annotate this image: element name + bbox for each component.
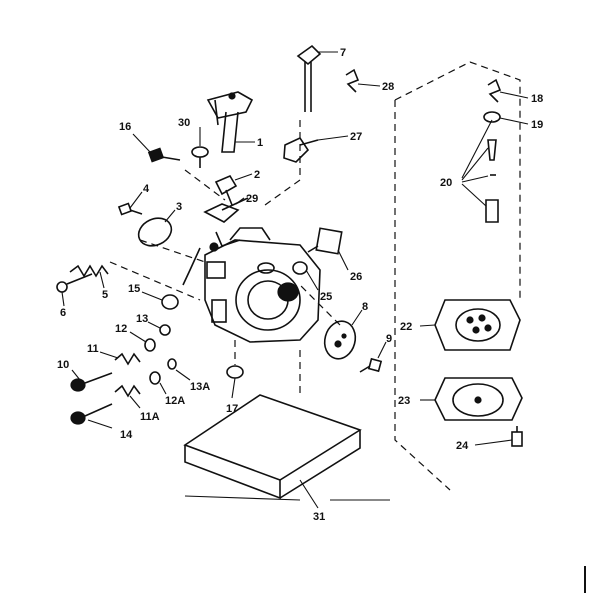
callout-2: 2 bbox=[254, 169, 260, 181]
part-8-disc bbox=[323, 320, 357, 360]
callout-22: 22 bbox=[400, 321, 412, 333]
part-27-choke-lever bbox=[283, 136, 319, 163]
part-31-filter-block bbox=[183, 394, 362, 500]
callout-31: 31 bbox=[313, 511, 325, 523]
callout-13a: 13A bbox=[190, 381, 210, 393]
part-28-spring bbox=[345, 68, 360, 93]
assembly-guide-lines bbox=[109, 61, 521, 491]
part-19-disc bbox=[483, 111, 501, 123]
part-20-inlet-needle-set bbox=[461, 119, 499, 223]
part-13-o-ring bbox=[159, 324, 171, 336]
part-23-gasket bbox=[434, 377, 523, 421]
callout-29: 29 bbox=[246, 193, 258, 205]
part-2-fitting bbox=[214, 174, 238, 206]
part-11-spring bbox=[114, 352, 141, 366]
part-26-fitting bbox=[307, 227, 343, 255]
callout-labels: 1 2 3 4 5 6 7 8 9 10 11 11A 12 12A 13 13… bbox=[57, 47, 543, 523]
callout-5: 5 bbox=[102, 289, 108, 301]
part-22-diaphragm bbox=[434, 299, 521, 351]
callout-25: 25 bbox=[320, 291, 332, 303]
part-16-screw bbox=[147, 147, 181, 163]
callout-15: 15 bbox=[128, 283, 140, 295]
part-13a-o-ring bbox=[167, 358, 177, 370]
callout-30: 30 bbox=[178, 117, 190, 129]
part-7-choke-shaft bbox=[296, 44, 322, 112]
part-29-link bbox=[203, 197, 249, 223]
part-10-needle bbox=[70, 372, 113, 392]
part-25-plug bbox=[292, 261, 308, 275]
callout-6: 6 bbox=[60, 307, 66, 319]
callout-28: 28 bbox=[382, 81, 394, 93]
callout-17: 17 bbox=[226, 403, 238, 415]
part-4-screw bbox=[117, 202, 143, 216]
part-15-plug bbox=[161, 294, 179, 310]
carburetor-body bbox=[182, 227, 321, 343]
callout-9: 9 bbox=[386, 333, 392, 345]
part-5-spring bbox=[69, 264, 109, 278]
callout-20: 20 bbox=[440, 177, 452, 189]
callout-12: 12 bbox=[115, 323, 127, 335]
callout-10: 10 bbox=[57, 359, 69, 371]
leader-lines bbox=[61, 51, 529, 509]
callout-27: 27 bbox=[350, 131, 362, 143]
callout-4: 4 bbox=[143, 183, 150, 195]
part-12-washer bbox=[144, 338, 156, 352]
part-12a-washer bbox=[149, 371, 161, 385]
callout-24: 24 bbox=[456, 440, 469, 452]
part-6-screw bbox=[56, 273, 93, 293]
callout-11: 11 bbox=[87, 343, 99, 355]
part-14-needle bbox=[70, 403, 113, 425]
callout-11a: 11A bbox=[140, 411, 160, 423]
callout-26: 26 bbox=[350, 271, 362, 283]
part-1-throttle-shaft bbox=[206, 91, 254, 153]
callout-14: 14 bbox=[120, 429, 133, 441]
callout-12a: 12A bbox=[165, 395, 185, 407]
callout-16: 16 bbox=[119, 121, 131, 133]
callout-23: 23 bbox=[398, 395, 410, 407]
part-30-screw bbox=[191, 146, 209, 168]
callout-8: 8 bbox=[362, 301, 368, 313]
part-9-screw bbox=[359, 357, 383, 373]
part-11a-spring bbox=[114, 384, 141, 398]
callout-13: 13 bbox=[136, 313, 148, 325]
edge-bar bbox=[584, 566, 586, 593]
callout-7: 7 bbox=[340, 47, 346, 59]
callout-3: 3 bbox=[176, 201, 182, 213]
part-18-spring bbox=[487, 78, 502, 103]
callout-19: 19 bbox=[531, 119, 543, 131]
part-3-throttle-plate bbox=[137, 217, 173, 247]
part-17-plug bbox=[226, 365, 244, 379]
callout-18: 18 bbox=[531, 93, 543, 105]
part-24-screw bbox=[511, 426, 523, 447]
callout-1: 1 bbox=[257, 137, 263, 149]
